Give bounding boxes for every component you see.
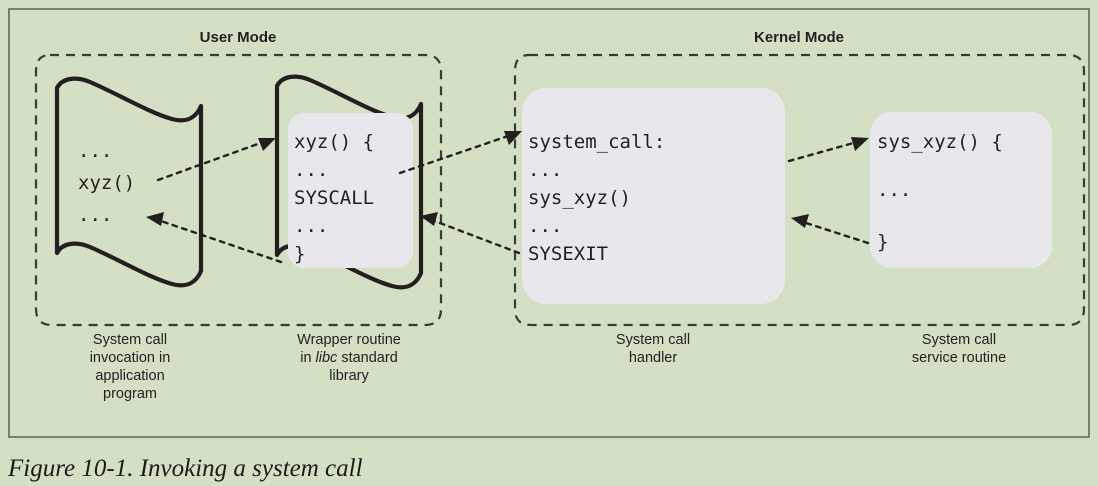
arrow-head-right (851, 137, 869, 151)
arrow-app-to-wrapper (156, 138, 276, 182)
wrapper-caption-line-1: in libc standard (300, 350, 398, 366)
app-caption-line-3: program (103, 386, 157, 402)
block-application-program: ... xyz() ... (54, 76, 204, 288)
handler-code-line-0: system_call: (528, 131, 665, 153)
wrapper-code-line-0: xyz() { (294, 131, 374, 153)
kernel-mode-boundary (513, 53, 1086, 327)
arrow-wrapper-to-handler (398, 131, 522, 175)
arrow-wrapper-to-app (146, 212, 283, 264)
wrapper-code-line-1: ... (294, 159, 328, 181)
wrapper-code-line-4: } (294, 243, 305, 265)
arrow-head-right (504, 131, 522, 145)
arrow-handler-to-wrapper (420, 212, 521, 255)
arrow-head-left (146, 212, 164, 226)
caption-application-program: System call invocation in application pr… (90, 332, 171, 402)
block-system-call-handler: system_call: ... sys_xyz() ... SYSEXIT (522, 88, 785, 304)
application-program-scroll (54, 76, 204, 288)
user-mode-boundary (34, 53, 443, 327)
region-kernel-mode: Kernel Mode (513, 29, 1086, 327)
app-code-line-1: xyz() (78, 172, 135, 194)
figure-caption: Figure 10-1. Invoking a system call (7, 455, 363, 482)
service-code-line-2: ... (877, 179, 911, 201)
wrapper-code-line-2: SYSCALL (294, 187, 374, 209)
handler-caption-line-0: System call (616, 332, 690, 348)
arrow-service-to-handler (791, 214, 870, 245)
arrow-handler-to-service (787, 137, 869, 163)
app-code-line-2: ... (78, 204, 112, 226)
wrapper-caption-suffix: standard (337, 350, 397, 366)
service-code-line-0: sys_xyz() { (877, 131, 1003, 153)
wrapper-caption-line-2: library (329, 368, 369, 384)
app-caption-line-1: invocation in (90, 350, 171, 366)
block-libc-wrapper: xyz() { ... SYSCALL ... } (274, 74, 424, 290)
caption-system-call-handler: System call handler (616, 332, 690, 366)
wrapper-caption-prefix: in (300, 350, 315, 366)
service-routine-panel (870, 112, 1052, 268)
wrapper-caption-line-0: Wrapper routine (297, 332, 401, 348)
libc-wrapper-panel (288, 113, 413, 268)
app-code-line-0: ... (78, 140, 112, 162)
handler-code-line-4: SYSEXIT (528, 243, 608, 265)
service-code-line-4: } (877, 231, 888, 253)
service-caption-line-0: System call (922, 332, 996, 348)
user-mode-title: User Mode (200, 29, 277, 46)
arrow-head-left (420, 212, 438, 226)
wrapper-code-line-3: ... (294, 215, 328, 237)
arrow-head-right (258, 138, 276, 151)
caption-service-routine: System call service routine (912, 332, 1006, 366)
figure-frame (8, 8, 1090, 438)
kernel-mode-title: Kernel Mode (754, 29, 844, 46)
system-call-handler-panel (522, 88, 785, 304)
handler-code-line-3: ... (528, 215, 562, 237)
service-caption-line-1: service routine (912, 350, 1006, 366)
caption-libc-wrapper: Wrapper routine in libc standard library (297, 332, 401, 384)
libc-italic: libc (316, 350, 339, 366)
handler-code-line-1: ... (528, 159, 562, 181)
handler-caption-line-1: handler (629, 350, 678, 366)
app-caption-line-0: System call (93, 332, 167, 348)
arrow-head-left (791, 214, 809, 228)
app-caption-line-2: application (95, 368, 164, 384)
handler-code-line-2: sys_xyz() (528, 187, 631, 209)
block-system-call-service-routine: sys_xyz() { ... } (870, 112, 1052, 268)
region-user-mode: User Mode (34, 29, 443, 327)
